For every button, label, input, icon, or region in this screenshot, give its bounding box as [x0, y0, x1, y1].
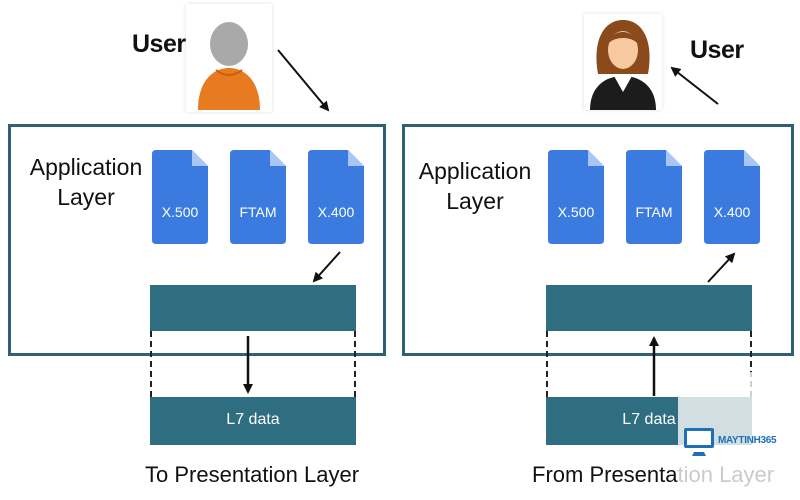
right-bar-to-doc-arrow [707, 252, 736, 283]
right-processing-bar [546, 285, 752, 331]
right-user-arrow [670, 66, 719, 105]
right-dash-left [546, 331, 548, 397]
right-dash-right [750, 331, 752, 397]
left-data-bar: L7 data [150, 397, 356, 445]
right-doc-label: X.400 [713, 204, 751, 220]
left-data-bar-label: L7 data [226, 411, 280, 428]
watermark-logo: MAYTINH365 [678, 372, 800, 500]
left-layer-label-line2: Layer [57, 184, 115, 210]
right-layer-label-line1: Application [418, 158, 532, 184]
female-user-avatar [584, 14, 662, 110]
left-layer-label-line1: Application [29, 154, 143, 180]
watermark-text: MAYTINH365 [718, 435, 777, 446]
left-application-layer-label: Application Layer [20, 152, 152, 212]
document-icon [626, 150, 682, 244]
left-doc-label: X.400 [317, 204, 355, 220]
right-doc-label: X.500 [557, 204, 595, 220]
document-icon [548, 150, 604, 244]
right-user-label: User [690, 36, 744, 64]
monitor-logo-icon [684, 428, 714, 456]
left-dash-right [354, 331, 356, 397]
document-icon [230, 150, 286, 244]
right-doc-ftam: FTAM [626, 150, 682, 244]
female-user-icon [590, 20, 656, 110]
male-user-icon [198, 22, 260, 110]
left-doc-x500: X.500 [152, 150, 208, 244]
left-doc-to-bar-arrow [312, 251, 341, 283]
document-icon [704, 150, 760, 244]
right-layer-label-line2: Layer [446, 188, 504, 214]
left-footer-label: To Presentation Layer [145, 462, 360, 487]
male-user-avatar [186, 4, 272, 112]
right-application-layer-label: Application Layer [410, 156, 540, 216]
document-icon [308, 150, 364, 244]
right-data-bar-label: L7 data [622, 411, 676, 428]
document-icon [152, 150, 208, 244]
right-doc-x500: X.500 [548, 150, 604, 244]
left-dash-left [150, 331, 152, 397]
right-doc-x400: X.400 [704, 150, 760, 244]
left-processing-bar [150, 285, 356, 331]
left-doc-label: FTAM [239, 204, 277, 220]
left-user-label: User [132, 30, 186, 58]
left-user-arrow [277, 49, 330, 112]
left-doc-label: X.500 [161, 204, 199, 220]
right-doc-label: FTAM [635, 204, 673, 220]
left-doc-x400: X.400 [308, 150, 364, 244]
left-doc-ftam: FTAM [230, 150, 286, 244]
